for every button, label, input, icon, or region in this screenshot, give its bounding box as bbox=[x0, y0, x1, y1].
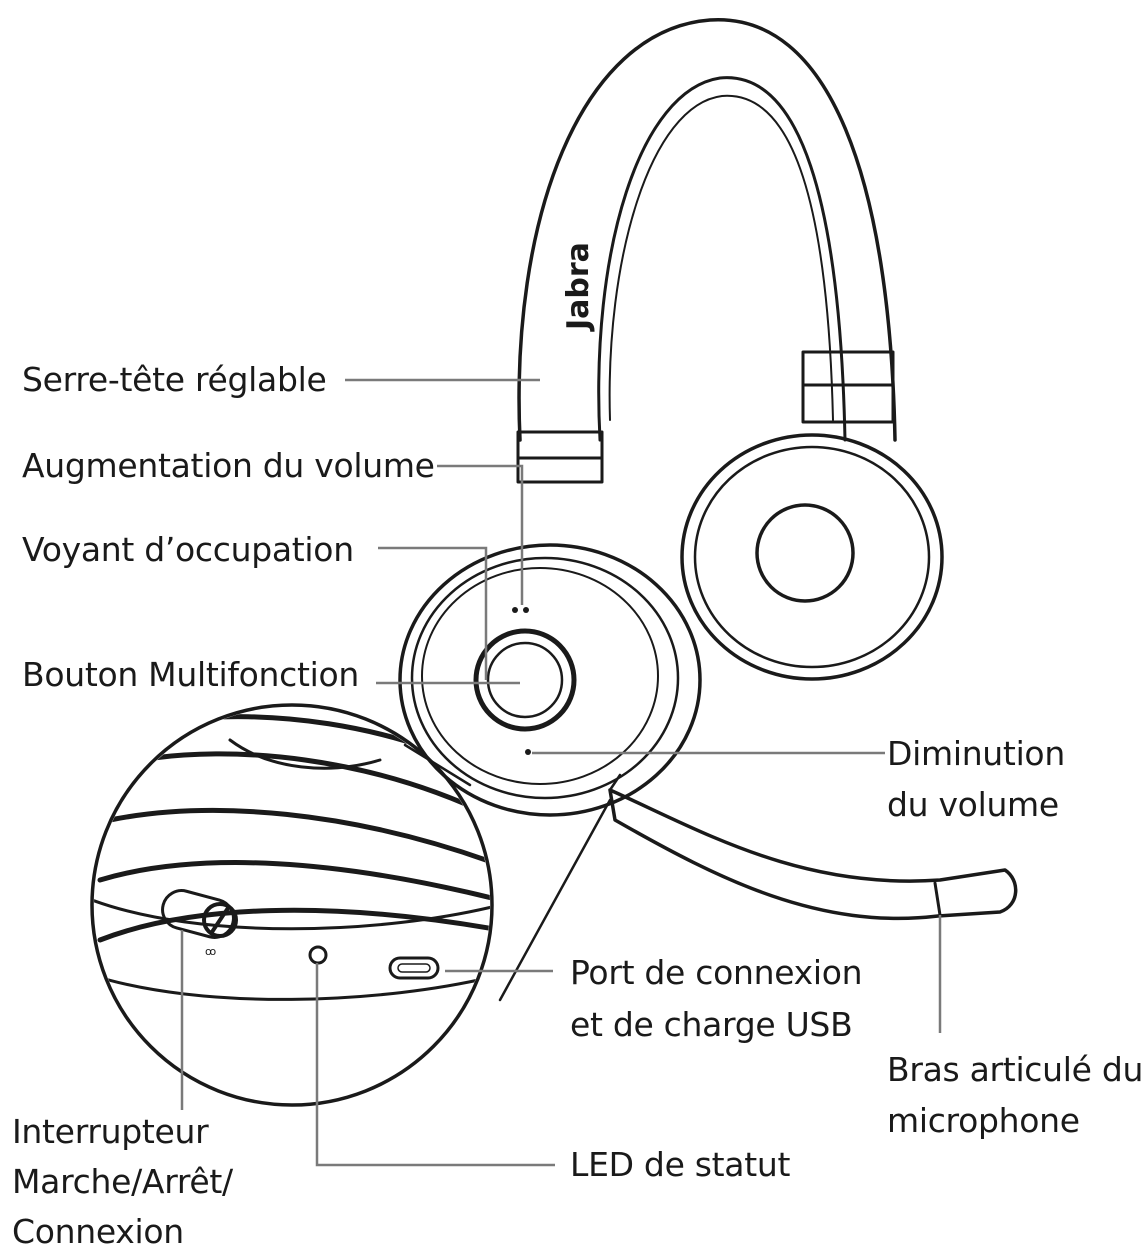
label-headband: Serre-tête réglable bbox=[22, 360, 327, 399]
label-mic-arm-line2: microphone bbox=[887, 1101, 1080, 1140]
brand-logo: Jabra bbox=[561, 242, 596, 332]
label-switch-line1: Interrupteur bbox=[12, 1112, 209, 1151]
label-busy-light: Voyant d’occupation bbox=[22, 530, 354, 569]
label-volume-down-line1: Diminution bbox=[887, 734, 1065, 773]
leader-lines bbox=[180, 378, 942, 1167]
label-volume-up: Augmentation du volume bbox=[22, 446, 435, 485]
svg-text:ꝏ: ꝏ bbox=[205, 945, 216, 958]
headband bbox=[516, 18, 897, 484]
label-mic-arm-line1: Bras articulé du bbox=[887, 1050, 1144, 1089]
label-switch-line3: Connexion bbox=[12, 1212, 184, 1251]
label-status-led: LED de statut bbox=[570, 1145, 791, 1184]
label-usb-port-line1: Port de connexion bbox=[570, 953, 863, 992]
left-ear-cup bbox=[398, 543, 702, 817]
label-switch-line2: Marche/Arrêt/ bbox=[12, 1162, 233, 1201]
zoom-detail: ꝏ bbox=[90, 703, 494, 1107]
label-usb-port-line2: et de charge USB bbox=[570, 1005, 853, 1044]
label-multifunction-button: Bouton Multifonction bbox=[22, 655, 360, 694]
label-volume-down-line2: du volume bbox=[887, 785, 1059, 824]
microphone-boom bbox=[608, 773, 1018, 921]
right-ear-cup bbox=[680, 433, 944, 681]
